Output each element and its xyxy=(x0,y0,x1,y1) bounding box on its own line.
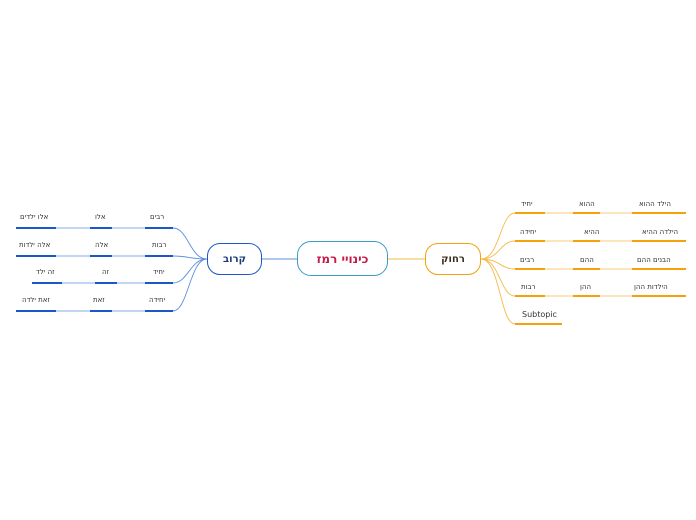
far-subtopic[interactable]: Subtopic xyxy=(522,310,557,319)
central-topic[interactable]: כינויי רמז xyxy=(297,241,388,276)
far-row-4-col2[interactable]: ההן xyxy=(580,283,592,291)
far-branch-connector-1 xyxy=(480,212,516,260)
near-row-2-col3[interactable]: אלה ילדות xyxy=(19,241,51,249)
far-branch-connector-2 xyxy=(480,240,516,260)
main-topic-near[interactable]: קרוב xyxy=(207,243,262,275)
near-row-3-col1[interactable]: יחיד xyxy=(153,268,165,276)
far-row-1-col3[interactable]: הילד ההוא xyxy=(639,200,671,208)
near-row-1-col3[interactable]: אלו ילדים xyxy=(20,213,49,221)
far-row-2-col2[interactable]: ההיא xyxy=(584,228,600,236)
far-row-3-col1[interactable]: רבים xyxy=(520,256,535,264)
far-branch-connector-5 xyxy=(480,258,516,325)
near-row-4-col1[interactable]: יחידה xyxy=(149,296,166,304)
far-branch-connector-4 xyxy=(480,258,516,297)
near-row-3-col3[interactable]: זה ילד xyxy=(36,268,55,276)
far-row-1-col2[interactable]: ההוא xyxy=(579,200,595,208)
near-branch-connector-3 xyxy=(172,258,208,284)
near-row-1-col2[interactable]: אלו xyxy=(95,213,106,221)
near-row-3-col2[interactable]: זה xyxy=(102,268,109,276)
topic-underlines xyxy=(16,212,686,325)
main-topic-far[interactable]: רחוק xyxy=(425,243,481,275)
far-row-1-col1[interactable]: יחיד xyxy=(521,200,533,208)
near-row-4-col3[interactable]: זאת ילדה xyxy=(22,296,50,304)
far-row-3-col3[interactable]: הבנים ההם xyxy=(637,256,671,264)
near-row-1-col1[interactable]: רבים xyxy=(150,213,165,221)
far-row-4-col1[interactable]: רבות xyxy=(521,283,536,291)
far-row-2-col3[interactable]: הילדה ההיא xyxy=(642,228,679,236)
near-branch-connector-1 xyxy=(172,227,208,260)
far-row-4-col3[interactable]: הילדות ההן xyxy=(634,283,668,291)
near-row-2-col2[interactable]: אלה xyxy=(95,241,109,249)
near-branch-connector-4 xyxy=(172,258,208,312)
near-branch-connector-2 xyxy=(172,255,208,260)
near-row-4-col2[interactable]: זאת xyxy=(93,296,105,304)
far-row-2-col1[interactable]: יחידה xyxy=(520,228,537,236)
far-row-3-col2[interactable]: ההם xyxy=(580,256,594,264)
near-row-2-col1[interactable]: רבות xyxy=(152,241,167,249)
connector-lines xyxy=(56,212,632,325)
